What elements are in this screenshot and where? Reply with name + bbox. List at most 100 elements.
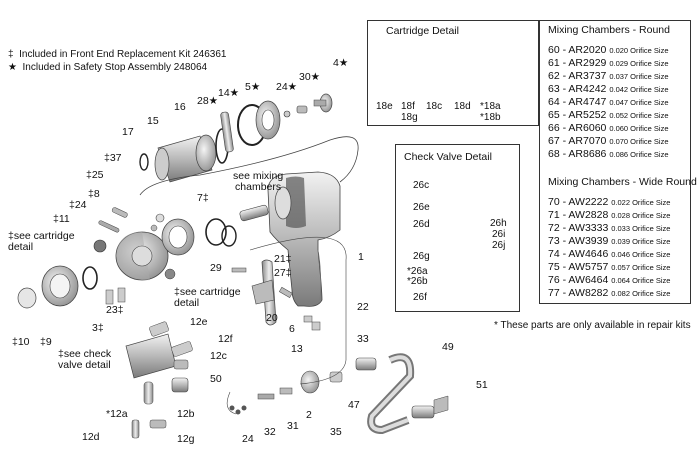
gun-body xyxy=(267,171,341,307)
safety-stop-parts xyxy=(220,93,333,153)
callout-2: 2 xyxy=(306,409,312,421)
orifice-size: 0.046 Orifice Size xyxy=(611,250,671,259)
callout-12g: 12g xyxy=(177,433,195,445)
callout-37: ‡37 xyxy=(104,152,122,164)
cartridge-detail-box: Cartridge Detail 18e 18f 18g 18c 18d *18… xyxy=(367,20,539,126)
callout-27: 27‡ xyxy=(274,267,292,279)
mixing-chamber-row: 73 - AW3939 0.039 Orifice Size xyxy=(548,235,697,248)
callout-see-mixing-chambers: see mixing chambers xyxy=(233,170,284,193)
thin-line xyxy=(249,236,347,385)
callout-13: 13 xyxy=(291,343,303,355)
callout-12c: 12c xyxy=(210,350,227,362)
callout-20: 20 xyxy=(266,312,278,324)
mixing-chamber-row: 65 - AR5252 0.052 Orifice Size xyxy=(548,109,670,122)
mixing-chamber-row: 70 - AW2222 0.022 Orifice Size xyxy=(548,196,697,209)
mixing-chambers-box xyxy=(539,20,691,304)
callout-12f: 12f xyxy=(218,333,233,345)
orifice-size: 0.037 Orifice Size xyxy=(609,72,669,81)
mixing-chamber-part xyxy=(239,204,269,222)
mixing-chamber-row: 71 - AW2828 0.028 Orifice Size xyxy=(548,209,697,222)
repair-kit-note: * These parts are only available in repa… xyxy=(494,320,691,331)
label-26h: 26h xyxy=(490,218,507,229)
label-26i: 26i xyxy=(492,229,506,240)
label-18c: 18c xyxy=(426,101,443,112)
callout-17: 17 xyxy=(122,126,134,138)
label-26c: 26c xyxy=(413,180,430,191)
mixing-chamber-row: 77 - AW8282 0.082 Orifice Size xyxy=(548,287,697,300)
callout-9: ‡9 xyxy=(40,336,52,348)
label-26f: 26f xyxy=(413,292,427,303)
label-26g: 26g xyxy=(413,251,430,262)
orifice-size: 0.060 Orifice Size xyxy=(609,124,669,133)
callout-28: 28★ xyxy=(197,95,219,107)
o-ring xyxy=(139,153,149,171)
callout-31: 31 xyxy=(287,420,299,432)
label-26j: 26j xyxy=(492,240,506,251)
callout-21: 21‡ xyxy=(274,253,292,265)
label-26b: *26b xyxy=(407,276,428,287)
part-code: 76 - AW6464 xyxy=(548,274,609,286)
callout-23: 23‡ xyxy=(106,304,124,316)
part-code: 64 - AR4747 xyxy=(548,96,607,108)
check-valve-detail-title: Check Valve Detail xyxy=(404,151,492,163)
air-line xyxy=(139,136,359,196)
mixing-chamber-row: 61 - AR2929 0.029 Orifice Size xyxy=(548,57,670,70)
callout-30: 30★ xyxy=(299,71,321,83)
callout-4: 4★ xyxy=(333,57,349,69)
orifice-size: 0.033 Orifice Size xyxy=(611,224,671,233)
callout-12e: 12e xyxy=(190,316,208,328)
orifice-size: 0.086 Orifice Size xyxy=(609,150,669,159)
callout-10: ‡10 xyxy=(12,336,30,348)
callout-5: 5★ xyxy=(245,81,261,93)
label-18g: 18g xyxy=(401,112,418,123)
legend-item-front-end-kit: ‡ Included in Front End Replacement Kit … xyxy=(8,49,227,60)
legend-item-safety-stop: ★ Included in Safety Stop Assembly 24806… xyxy=(8,62,208,73)
callout-47: 47 xyxy=(348,399,360,411)
mixing-wide-table: Mixing Chambers - Wide Round 70 - AW2222… xyxy=(548,176,697,300)
mixing-chamber-row: 60 - AR2020 0.020 Orifice Size xyxy=(548,44,670,57)
callout-7: 7‡ xyxy=(197,192,209,204)
trigger xyxy=(251,259,277,326)
front-end-cap xyxy=(93,231,169,281)
callout-12b: 12b xyxy=(177,408,195,420)
callout-3: 3‡ xyxy=(92,322,104,334)
callout-32: 32 xyxy=(264,426,276,438)
callout-22: 22 xyxy=(357,301,369,313)
part-code: 70 - AW2222 xyxy=(548,196,609,208)
label-26d: 26d xyxy=(413,219,430,230)
part-code: 61 - AR2929 xyxy=(548,57,607,69)
part-code: 72 - AW3333 xyxy=(548,222,609,234)
kit-legend: ‡ Included in Front End Replacement Kit … xyxy=(8,48,226,74)
callout-49: 49 xyxy=(442,341,454,353)
orifice-size: 0.057 Orifice Size xyxy=(611,263,671,272)
callout-16: 16 xyxy=(174,101,186,113)
part-code: 71 - AW2828 xyxy=(548,209,609,221)
orifice-size: 0.082 Orifice Size xyxy=(611,289,671,298)
orifice-size: 0.047 Orifice Size xyxy=(609,98,669,107)
orifice-size: 0.052 Orifice Size xyxy=(609,111,669,120)
small-front-parts xyxy=(98,207,176,305)
check-valve-block xyxy=(125,321,193,439)
trigger-parts xyxy=(231,267,321,331)
part-code: 63 - AR4242 xyxy=(548,83,607,95)
mixing-chamber-row: 68 - AR8686 0.086 Orifice Size xyxy=(548,148,670,161)
part-code: 65 - AR5252 xyxy=(548,109,607,121)
part-code: 75 - AW5757 xyxy=(548,261,609,273)
orifice-size: 0.029 Orifice Size xyxy=(609,59,669,68)
callout-see-cartridge-right: ‡see cartridge detail xyxy=(174,286,241,309)
orifice-size: 0.042 Orifice Size xyxy=(609,85,669,94)
part-code: 66 - AR6060 xyxy=(548,122,607,134)
callout-24-star: 24★ xyxy=(276,81,298,93)
callout-24-kit: ‡24 xyxy=(69,199,87,211)
cartridge-detail-title: Cartridge Detail xyxy=(386,25,459,37)
mixing-chamber-row: 66 - AR6060 0.060 Orifice Size xyxy=(548,122,670,135)
mixing-chamber-row: 76 - AW6464 0.064 Orifice Size xyxy=(548,274,697,287)
callout-25: ‡25 xyxy=(86,169,104,181)
hose-assembly xyxy=(226,353,449,435)
label-18b: *18b xyxy=(480,112,501,123)
part-code: 77 - AW8282 xyxy=(548,287,609,299)
mixing-chamber-row: 72 - AW3333 0.033 Orifice Size xyxy=(548,222,697,235)
callout-6: 6 xyxy=(289,323,295,335)
